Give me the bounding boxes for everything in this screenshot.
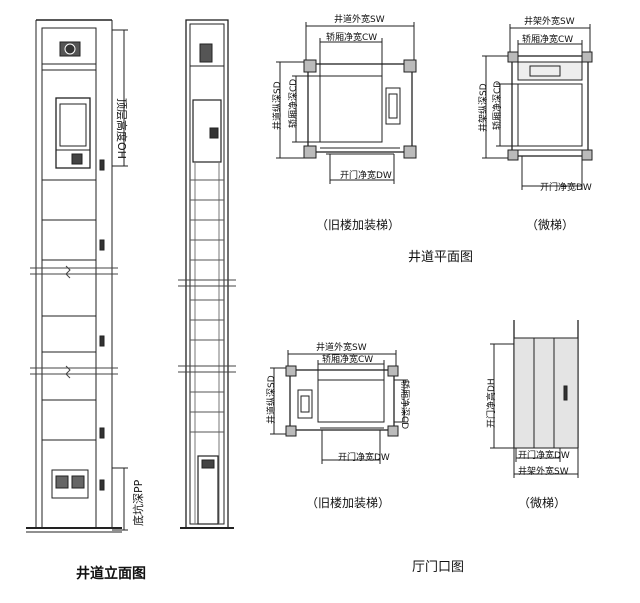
overhead-height-label: 顶层高度OH xyxy=(115,98,128,159)
plan-old-dw-label: 开门净宽DW xyxy=(340,171,392,181)
elevation-title: 井道立面图 xyxy=(76,566,146,582)
shaft-elevation-front xyxy=(26,19,128,533)
door-old-caption: （旧楼加装梯） xyxy=(306,496,391,510)
door-old-building xyxy=(270,350,408,464)
door-old-sd-label: 井道纵深SD xyxy=(267,375,277,424)
door-micro-dh-label: 开门净高DH xyxy=(487,378,497,428)
plan-old-caption: （旧楼加装梯） xyxy=(316,218,401,232)
plan-micro-cd-label: 轿厢净深CD xyxy=(493,80,503,130)
door-micro-sw-label: 井架外宽SW xyxy=(518,467,569,477)
plan-micro-dw-label: 开门净宽DW xyxy=(540,183,592,193)
plan-old-building xyxy=(276,22,417,184)
door-old-cw-label: 轿厢净宽CW xyxy=(322,355,374,365)
plan-old-cw-label: 轿厢净宽CW xyxy=(326,33,378,43)
door-micro xyxy=(490,320,579,478)
plan-old-sw-label: 井道外宽SW xyxy=(334,15,385,25)
shaft-elevation-side xyxy=(178,19,236,529)
plan-micro xyxy=(482,24,593,190)
plan-micro-cw-label: 轿厢净宽CW xyxy=(522,35,574,45)
pit-depth-label: 底坑深PP xyxy=(132,479,145,526)
plan-old-cd-label: 轿厢净深CD xyxy=(289,78,299,128)
door-micro-caption: （微梯） xyxy=(518,496,567,510)
door-old-cd-label: 轿厢净深CD xyxy=(399,380,409,430)
door-micro-dw-label: 开门净宽DW xyxy=(518,451,570,461)
plan-micro-caption: （微梯） xyxy=(526,218,575,232)
door-old-sw-label: 井道外宽SW xyxy=(316,343,367,353)
plan-micro-sd-label: 井架纵深SD xyxy=(479,83,489,132)
plan-title: 井道平面图 xyxy=(408,250,474,265)
plan-old-sd-label: 井道纵深SD xyxy=(273,81,283,130)
door-title: 厅门口图 xyxy=(412,560,465,575)
door-old-dw-label: 开门净宽DW xyxy=(338,453,390,463)
plan-micro-sw-label: 井架外宽SW xyxy=(524,17,575,27)
